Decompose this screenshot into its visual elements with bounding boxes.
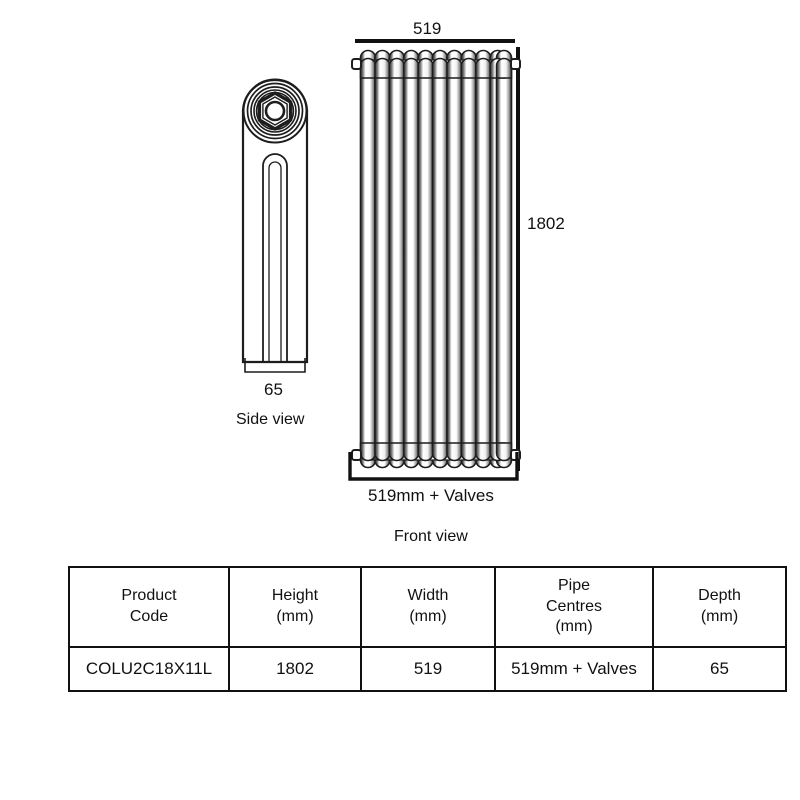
front-view-height-dimension-bar — [516, 47, 520, 471]
table-row: COLU2C18X11L 1802 519 519mm + Valves 65 — [68, 646, 787, 692]
header-line-2: Centres — [545, 597, 603, 615]
header-line-2: (mm) — [409, 608, 447, 625]
side-view-valve-ring-4 — [253, 89, 297, 133]
side-view-caption: Side view — [236, 411, 305, 428]
header-line-1: Pipe — [557, 576, 591, 594]
radiator-bottom-left-valve-nub — [351, 449, 362, 461]
radiator-column — [431, 49, 449, 469]
radiator-column — [359, 49, 377, 469]
cell-width: 519 — [360, 646, 496, 692]
header-line-1: Height — [271, 587, 319, 605]
header-line-2: (mm) — [700, 608, 739, 625]
front-view-caption: Front view — [394, 528, 468, 545]
radiator-column — [374, 49, 391, 469]
radiator-columns — [359, 49, 513, 469]
table-header-width: Width (mm) — [360, 566, 496, 648]
table-header-pipe-centres: Pipe Centres (mm) — [494, 566, 654, 648]
header-line-1: Product — [121, 587, 177, 605]
radiator-column — [417, 49, 434, 469]
cell-product-code: COLU2C18X11L — [68, 646, 230, 692]
side-view-valve-ring-3 — [250, 86, 300, 136]
radiator-column — [388, 49, 406, 469]
radiator-top-right-valve-nub — [510, 58, 521, 70]
side-view-valve-ring-2 — [246, 82, 304, 140]
table-header-product-code: Product Code — [68, 566, 230, 648]
header-line-1: Width — [407, 587, 449, 605]
header-line-2: (mm) — [276, 608, 314, 625]
radiator-top-left-valve-nub — [351, 58, 362, 70]
radiator-column — [495, 49, 513, 469]
header-line-3: (mm) — [555, 618, 593, 636]
front-view-pipe-centres-dimension-label: 519mm + Valves — [368, 486, 494, 505]
specification-table-container: Product Code Height (mm) Width (mm) Pipe… — [68, 566, 787, 692]
table-header-depth: Depth (mm) — [652, 566, 787, 648]
front-view-height-dimension-label: 1802 — [527, 214, 565, 233]
radiator-column — [460, 49, 478, 469]
side-view-hex-nut-inner — [262, 96, 288, 126]
side-view-center-slot-inner — [268, 161, 282, 362]
front-view-width-dimension-bar — [355, 39, 515, 43]
side-view-valve-ring-outer — [242, 78, 308, 144]
cell-height: 1802 — [228, 646, 362, 692]
side-view-body-outline — [241, 110, 309, 364]
side-view-center-slot-outer — [262, 153, 288, 362]
table-header-height: Height (mm) — [228, 566, 362, 648]
header-line-1: Depth — [698, 587, 741, 605]
side-view-depth-dimension-bracket — [244, 358, 306, 373]
radiator-top-caps — [359, 57, 513, 79]
header-line-2: Code — [129, 608, 169, 625]
radiator-column — [446, 49, 463, 469]
cell-depth: 65 — [652, 646, 787, 692]
front-view-pipe-centres-dimension-bracket — [348, 452, 519, 481]
front-view-group — [348, 39, 521, 481]
radiator-column — [474, 49, 492, 469]
table-header-row: Product Code Height (mm) Width (mm) Pipe… — [68, 566, 787, 648]
side-view-valve-bore — [264, 100, 286, 122]
cell-pipe-centres: 519mm + Valves — [494, 646, 654, 692]
radiator-column — [402, 49, 420, 469]
front-view-width-dimension-label: 519 — [413, 19, 442, 38]
radiator-bottom-caps — [359, 442, 513, 462]
specification-table: Product Code Height (mm) Width (mm) Pipe… — [68, 566, 787, 692]
side-view-depth-dimension-label: 65 — [264, 380, 283, 399]
side-view-group — [241, 78, 309, 373]
